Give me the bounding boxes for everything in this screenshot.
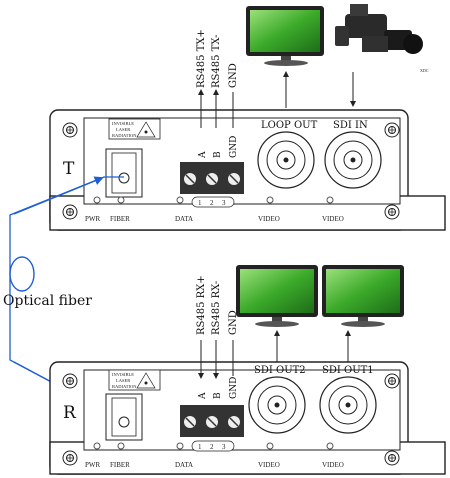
camera-note: XDC: [420, 68, 429, 73]
bnc-sdi-in: [324, 131, 382, 189]
screw-icon: [62, 373, 78, 389]
label-pwr: PWR: [85, 461, 101, 469]
label-pwr: PWR: [85, 215, 101, 223]
led-video: [266, 442, 274, 450]
screw-icon: [62, 122, 78, 138]
bnc-sdi-out2: [248, 376, 306, 434]
label-video: VIDEO: [258, 461, 280, 469]
svg-text:3: 3: [222, 443, 226, 451]
svg-text:INVISIBLE: INVISIBLE: [112, 372, 134, 377]
data-terminal: 1 2 3: [180, 405, 244, 452]
unit-letter-t: T: [63, 159, 75, 179]
fiber-loop-marker: [9, 256, 35, 292]
bnc-loop-out: [257, 131, 315, 189]
port-label-sdi-in: SDI IN: [333, 120, 368, 131]
monitor-loop-out: [246, 6, 324, 66]
fiber-port: [105, 148, 143, 198]
screw-icon: [62, 204, 78, 220]
transmitter-unit: T INVISIBLE LASER RADIATION 1 2 3: [49, 109, 446, 231]
unit-letter-r: R: [63, 403, 77, 423]
led-fiber: [117, 196, 125, 204]
rs485-rx-minus: RS485 RX-: [211, 281, 222, 335]
laser-warning-label: INVISIBLE LASER RADIATION: [108, 118, 161, 140]
screw-icon: [62, 450, 78, 466]
label-data: DATA: [175, 461, 193, 469]
label-video: VIDEO: [322, 461, 344, 469]
bnc-sdi-out1: [319, 376, 377, 434]
svg-text:2: 2: [210, 199, 214, 207]
label-data: DATA: [175, 215, 193, 223]
led-data: [176, 196, 184, 204]
label-video: VIDEO: [322, 215, 344, 223]
optical-fiber-label: Optical fiber: [3, 293, 92, 309]
led-video: [326, 442, 334, 450]
pin-a: A: [198, 392, 208, 400]
svg-text:1: 1: [198, 443, 202, 451]
rs485-gnd: GND: [228, 310, 239, 335]
screw-icon: [384, 122, 400, 138]
svg-text:2: 2: [210, 443, 214, 451]
pin-a: A: [198, 151, 208, 159]
laser-warning-label: INVISIBLE LASER RADIATION: [108, 369, 161, 391]
monitor-sdi-out2: [236, 265, 318, 327]
label-fiber: FIBER: [110, 461, 130, 469]
port-label-loop-out: LOOP OUT: [261, 120, 318, 131]
led-pwr: [93, 196, 101, 204]
rs485-rx-plus: RS485 RX+: [196, 275, 207, 335]
svg-text:LASER: LASER: [116, 378, 130, 383]
camera-icon: XDC: [335, 4, 429, 73]
label-video: VIDEO: [258, 215, 280, 223]
pin-b: B: [213, 392, 223, 399]
rs485-gnd: GND: [228, 63, 239, 88]
port-label-sdi-out2: SDI OUT2: [254, 365, 306, 376]
pin-b: B: [213, 151, 223, 158]
pin-gnd: GND: [229, 377, 239, 399]
svg-text:RADIATION: RADIATION: [112, 384, 137, 389]
screw-icon: [384, 450, 400, 466]
led-pwr: [93, 442, 101, 450]
svg-text:LASER: LASER: [116, 127, 130, 132]
svg-text:3: 3: [222, 199, 226, 207]
screw-icon: [384, 373, 400, 389]
label-fiber: FIBER: [110, 215, 130, 223]
receiver-unit: R INVISIBLE LASER RADIATION 1 2 3 A B GN…: [49, 361, 446, 475]
port-label-sdi-out1: SDI OUT1: [322, 365, 374, 376]
pin-gnd: GND: [229, 136, 239, 158]
led-fiber: [117, 442, 125, 450]
led-data: [176, 442, 184, 450]
data-terminal: 1 2 3: [180, 162, 244, 208]
fiber-port: [105, 393, 143, 441]
svg-text:1: 1: [198, 199, 202, 207]
rs485-tx-minus: RS485 TX-: [211, 35, 222, 88]
led-video: [266, 196, 274, 204]
rs485-tx-plus: RS485 TX+: [196, 29, 207, 88]
screw-icon: [384, 204, 400, 220]
svg-text:INVISIBLE: INVISIBLE: [112, 121, 134, 126]
svg-text:RADIATION: RADIATION: [112, 133, 137, 138]
monitor-sdi-out1: [322, 265, 404, 327]
led-video: [326, 196, 334, 204]
